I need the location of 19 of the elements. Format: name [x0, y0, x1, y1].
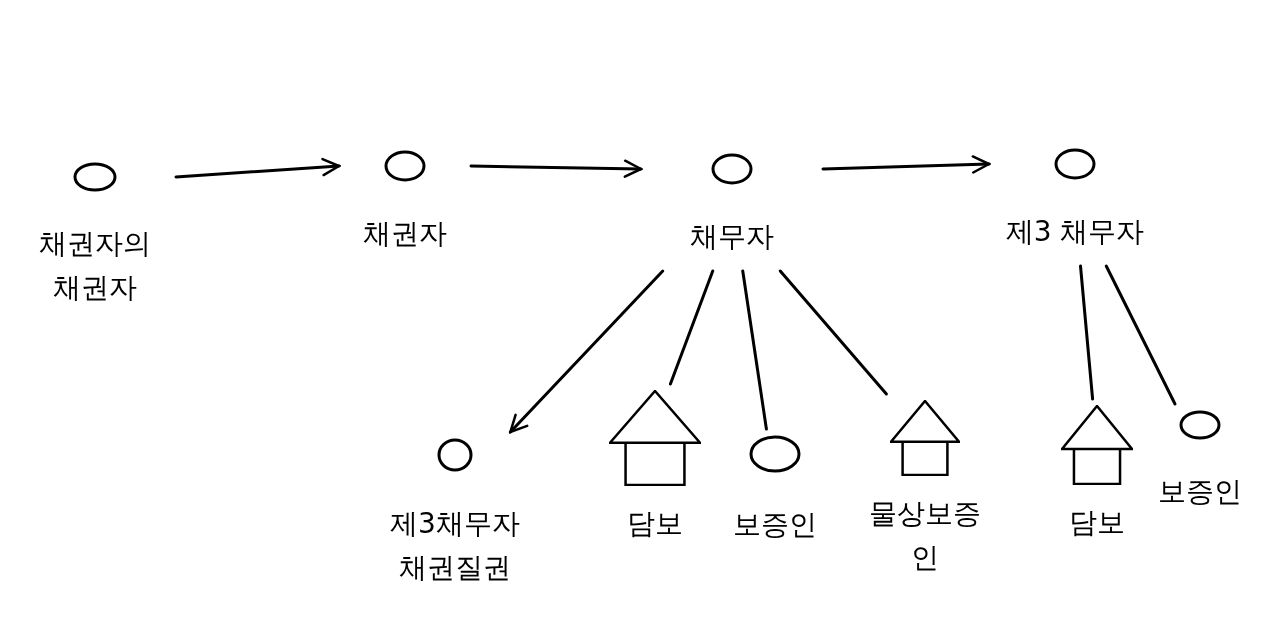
node-label: 채권자의 채권자 — [38, 226, 152, 306]
node-label: 제3 채무자 — [1005, 214, 1145, 250]
connector-line — [1104, 264, 1177, 406]
arrow — [174, 157, 341, 179]
arrow — [469, 159, 643, 178]
connector-line — [741, 269, 768, 431]
node-label: 담보 — [1069, 505, 1125, 541]
node-label: 보증인 — [733, 507, 817, 543]
node-label: 채권자 — [363, 216, 447, 252]
arrow — [821, 155, 991, 174]
node-label: 제3채무자 채권질권 — [389, 506, 521, 586]
node-label: 물상보증인 — [868, 496, 982, 576]
connector-line — [1079, 264, 1095, 401]
node-label: 담보 — [627, 506, 683, 542]
connector-line — [778, 269, 888, 396]
arrow — [508, 269, 665, 434]
node-label: 채무자 — [690, 219, 774, 255]
node-label: 보증인 — [1158, 474, 1242, 510]
connector-line — [668, 269, 715, 386]
